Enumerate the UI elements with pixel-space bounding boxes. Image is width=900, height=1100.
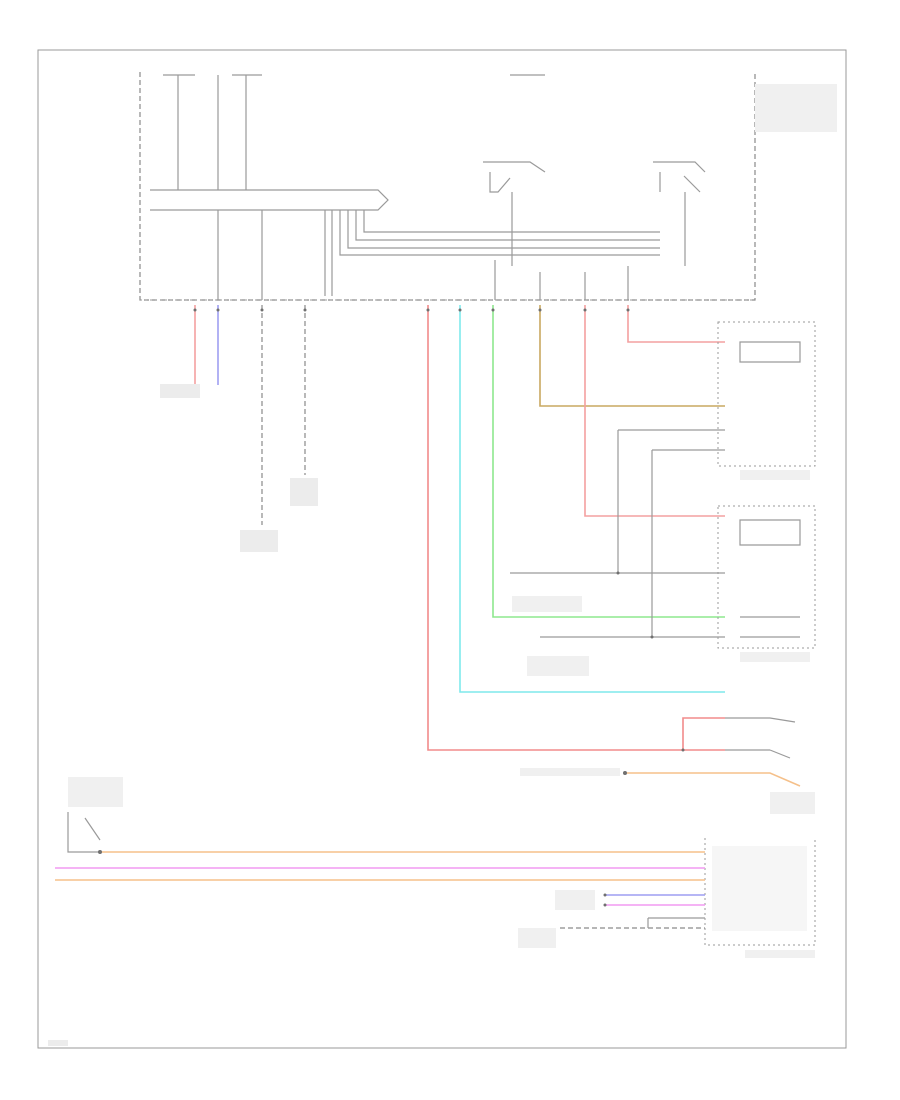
front-sensor-box: [717, 321, 816, 467]
int-wire-4: [347, 210, 660, 249]
relay-1-top: [483, 161, 546, 173]
relay-1-switch: [489, 172, 511, 193]
int-wire-3: [339, 210, 660, 256]
switch-mid: [725, 749, 791, 759]
label-block: [512, 596, 582, 612]
wire-gray-sensor-1: [617, 429, 725, 573]
rear-sensor-leads: [740, 616, 800, 638]
connector-dots: [98, 308, 685, 907]
label-block: [527, 656, 589, 676]
label-block: [755, 84, 837, 132]
label-block: [160, 384, 200, 398]
label-block: [740, 470, 810, 480]
page-border: [37, 49, 847, 1049]
wire-cyan: [459, 305, 725, 693]
rear-sensor-element: [739, 519, 801, 546]
bottom-fuses: [494, 260, 629, 300]
label-block: [290, 478, 318, 506]
label-block: [520, 768, 620, 776]
int-wire-6: [363, 210, 660, 233]
int-wire-5: [355, 210, 660, 241]
label-block: [518, 928, 556, 948]
lower-left-switch: [67, 812, 101, 853]
label-block: [68, 777, 123, 807]
label-block: [555, 890, 595, 910]
wire-gray-lower-2: [647, 917, 705, 928]
lower-module-box: [704, 838, 816, 946]
module-box: [139, 72, 756, 301]
wire-tan: [539, 305, 725, 407]
wire-green: [492, 305, 725, 618]
switch-top: [725, 717, 796, 723]
wire-pink-mid: [584, 305, 725, 517]
wire-orange-switch: [625, 772, 801, 787]
front-sensor-element: [739, 341, 801, 363]
label-block: [745, 950, 815, 958]
label-block: [740, 652, 810, 662]
label-block: [712, 846, 807, 931]
wire-pink-top: [627, 305, 725, 343]
label-block: [770, 792, 815, 814]
internal-connector: [150, 189, 389, 211]
relay-2-top: [653, 161, 706, 173]
wire-red-main: [427, 305, 725, 751]
label-block: [48, 1040, 68, 1046]
relay-2-switch: [659, 172, 701, 193]
wire-gray-sensor-2: [651, 449, 725, 637]
label-block: [240, 530, 278, 552]
